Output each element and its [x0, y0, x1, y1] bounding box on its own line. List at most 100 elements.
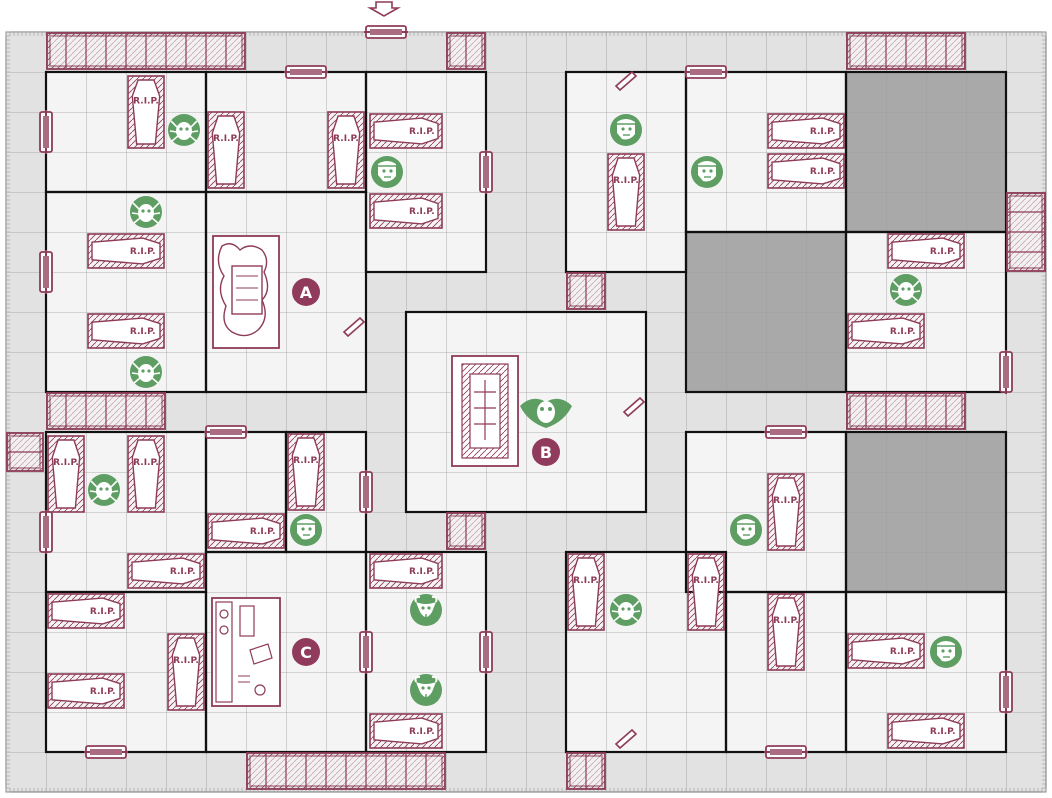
svg-text:R.I.P.: R.I.P. [773, 616, 799, 626]
svg-text:R.I.P.: R.I.P. [130, 327, 156, 337]
door-icon[interactable] [999, 350, 1013, 394]
door-icon[interactable] [479, 630, 493, 674]
open-door-icon[interactable] [614, 728, 638, 750]
coffin-icon[interactable]: R.I.P. [87, 233, 165, 269]
spider-icon[interactable] [130, 196, 162, 228]
coffin-icon[interactable]: R.I.P. [607, 153, 645, 231]
rubble [566, 752, 606, 790]
svg-text:R.I.P.: R.I.P. [170, 567, 196, 577]
coffin-icon[interactable]: R.I.P. [207, 111, 245, 189]
coffin-icon[interactable]: R.I.P. [127, 553, 205, 589]
rubble [46, 32, 246, 70]
coffin-icon[interactable]: R.I.P. [767, 153, 845, 189]
coffin-icon[interactable]: R.I.P. [167, 633, 205, 711]
coffin-icon[interactable]: R.I.P. [369, 193, 443, 229]
coffin-icon[interactable]: R.I.P. [767, 473, 805, 551]
marker-c[interactable]: C [292, 638, 320, 666]
spider-icon[interactable] [610, 594, 642, 626]
mummy-icon[interactable] [410, 674, 442, 706]
door-icon[interactable] [39, 110, 53, 154]
down-arrow-icon[interactable] [366, 1, 402, 17]
door-icon[interactable] [364, 25, 408, 39]
svg-text:A: A [300, 283, 313, 302]
mummy-icon[interactable] [410, 594, 442, 626]
coffin-icon[interactable]: R.I.P. [47, 593, 125, 629]
coffin-icon[interactable]: R.I.P. [127, 435, 165, 513]
rubble [46, 392, 166, 430]
monsters-layer [88, 114, 962, 706]
spider-icon[interactable] [890, 274, 922, 306]
door-icon[interactable] [359, 470, 373, 514]
svg-text:R.I.P.: R.I.P. [133, 96, 159, 106]
coffin-icon[interactable]: R.I.P. [47, 673, 125, 709]
zombie-head-icon[interactable] [290, 514, 322, 546]
zombie-head-icon[interactable] [610, 114, 642, 146]
rubble-layer [6, 32, 1046, 790]
sarcophagus-icon [212, 235, 280, 349]
coffin-icon[interactable]: R.I.P. [847, 633, 925, 669]
svg-text:R.I.P.: R.I.P. [890, 647, 916, 657]
zombie-head-icon[interactable] [371, 156, 403, 188]
svg-text:R.I.P.: R.I.P. [890, 327, 916, 337]
svg-text:R.I.P.: R.I.P. [930, 247, 956, 257]
coffin-icon[interactable]: R.I.P. [327, 111, 365, 189]
svg-text:R.I.P.: R.I.P. [250, 527, 276, 537]
coffin-icon[interactable]: R.I.P. [369, 713, 443, 749]
door-icon[interactable] [764, 425, 808, 439]
coffin-icon[interactable]: R.I.P. [369, 113, 443, 149]
coffin-icon[interactable]: R.I.P. [767, 113, 845, 149]
doors-layer [39, 25, 1013, 759]
marker-a[interactable]: A [292, 278, 320, 306]
door-icon[interactable] [764, 745, 808, 759]
door-icon[interactable] [39, 510, 53, 554]
svg-text:R.I.P.: R.I.P. [693, 576, 719, 586]
zombie-head-icon[interactable] [730, 514, 762, 546]
svg-text:R.I.P.: R.I.P. [409, 127, 435, 137]
coffins-layer: R.I.P. R.I.P. R.I.P. R.I.P. R.I.P. R.I.P. R.I.… [47, 75, 965, 749]
open-door-icon[interactable] [614, 70, 638, 92]
spider-icon[interactable] [88, 474, 120, 506]
door-icon[interactable] [999, 670, 1013, 714]
rubble [6, 432, 44, 472]
door-icon[interactable] [359, 630, 373, 674]
coffin-icon[interactable]: R.I.P. [47, 435, 85, 513]
open-door-icon[interactable] [342, 316, 366, 338]
coffin-icon[interactable]: R.I.P. [207, 513, 285, 549]
tomb-icon [451, 355, 519, 467]
coffin-icon[interactable]: R.I.P. [369, 553, 443, 589]
door-icon[interactable] [284, 65, 328, 79]
svg-text:R.I.P.: R.I.P. [90, 687, 116, 697]
svg-text:R.I.P.: R.I.P. [573, 576, 599, 586]
open-door-icon[interactable] [622, 396, 646, 418]
spider-icon[interactable] [168, 114, 200, 146]
svg-text:R.I.P.: R.I.P. [773, 496, 799, 506]
rubble [1006, 192, 1046, 272]
zombie-head-icon[interactable] [691, 156, 723, 188]
coffin-icon[interactable]: R.I.P. [887, 233, 965, 269]
coffin-icon[interactable]: R.I.P. [287, 433, 325, 511]
svg-text:R.I.P.: R.I.P. [409, 567, 435, 577]
svg-text:R.I.P.: R.I.P. [810, 167, 836, 177]
spider-icon[interactable] [130, 356, 162, 388]
door-icon[interactable] [479, 150, 493, 194]
rubble [566, 272, 606, 310]
coffin-icon[interactable]: R.I.P. [847, 313, 925, 349]
door-icon[interactable] [684, 65, 728, 79]
coffin-icon[interactable]: R.I.P. [127, 75, 165, 149]
coffin-icon[interactable]: R.I.P. [567, 553, 605, 631]
marker-b[interactable]: B [532, 438, 560, 466]
rubble [446, 512, 486, 550]
coffin-icon[interactable]: R.I.P. [687, 553, 725, 631]
door-icon[interactable] [204, 425, 248, 439]
rubble [446, 32, 486, 70]
svg-text:R.I.P.: R.I.P. [930, 727, 956, 737]
coffin-icon[interactable]: R.I.P. [767, 593, 805, 671]
door-icon[interactable] [39, 250, 53, 294]
giant-spider-icon[interactable] [520, 398, 572, 428]
svg-text:R.I.P.: R.I.P. [409, 207, 435, 217]
coffin-icon[interactable]: R.I.P. [87, 313, 165, 349]
zombie-head-icon[interactable] [930, 636, 962, 668]
door-icon[interactable] [84, 745, 128, 759]
coffin-icon[interactable]: R.I.P. [887, 713, 965, 749]
